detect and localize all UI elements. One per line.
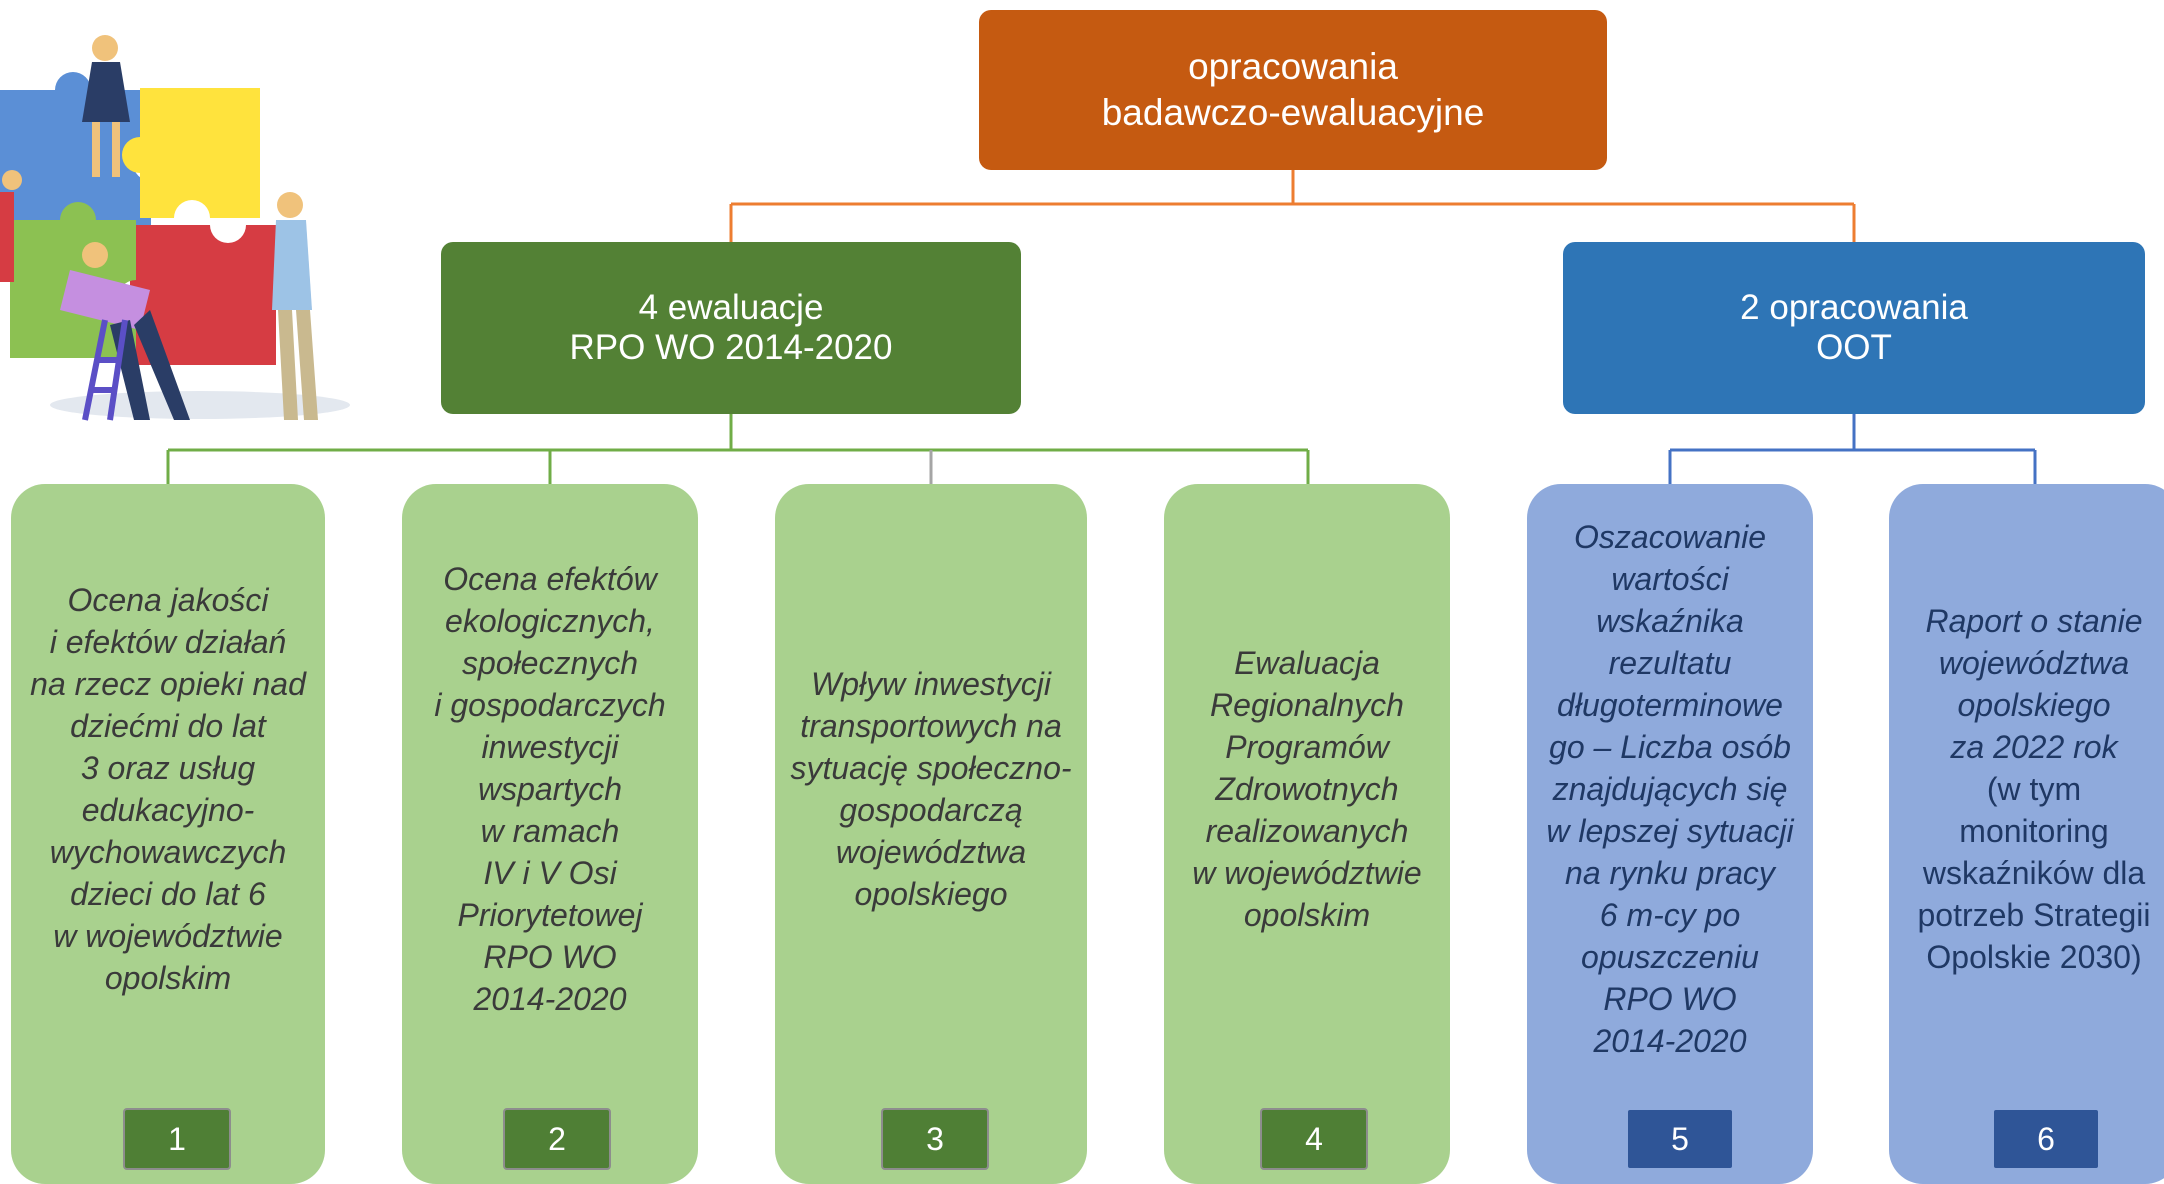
leaf-item-1: Ocena jakości i efektów działań na rzecz… bbox=[11, 484, 325, 1184]
number-badge-6: 6 bbox=[1992, 1108, 2100, 1170]
root-label: opracowania badawczo-ewaluacyjne bbox=[1101, 46, 1485, 133]
leaf-item-4-text: Ewaluacja Regionalnych Programów Zdrowot… bbox=[1192, 645, 1422, 933]
number-badge-5: 5 bbox=[1626, 1108, 1734, 1170]
root-node: opracowania badawczo-ewaluacyjne bbox=[979, 10, 1607, 170]
group-evaluations-label: 4 ewaluacje RPO WO 2014-2020 bbox=[569, 288, 893, 367]
number-badge-1: 1 bbox=[123, 1108, 231, 1170]
leaf-item-3-text: Wpływ inwestycji transportowych na sytua… bbox=[790, 666, 1072, 912]
leaf-item-1-text: Ocena jakości i efektów działań na rzecz… bbox=[30, 582, 306, 996]
leaf-item-5: Oszacowanie wartości wskaźnika rezultatu… bbox=[1527, 484, 1813, 1184]
group-oot-studies: 2 opracowania OOT bbox=[1563, 242, 2145, 414]
group-evaluations: 4 ewaluacje RPO WO 2014-2020 bbox=[441, 242, 1021, 414]
number-badge-4: 4 bbox=[1260, 1108, 1368, 1170]
leaf-item-2-text: Ocena efektów ekologicznych, społecznych… bbox=[434, 561, 666, 1017]
leaf-item-2: Ocena efektów ekologicznych, społecznych… bbox=[402, 484, 698, 1184]
leaf-item-4: Ewaluacja Regionalnych Programów Zdrowot… bbox=[1164, 484, 1450, 1184]
leaf-item-5-text: Oszacowanie wartości wskaźnika rezultatu… bbox=[1546, 519, 1794, 1059]
leaf-item-6: Raport o stanie województwa opolskiego z… bbox=[1889, 484, 2164, 1184]
leaf-item-6-text-italic: Raport o stanie województwa opolskiego z… bbox=[1925, 603, 2143, 765]
teamwork-puzzle-illustration bbox=[0, 35, 350, 421]
number-badge-3: 3 bbox=[881, 1108, 989, 1170]
leaf-item-3: Wpływ inwestycji transportowych na sytua… bbox=[775, 484, 1087, 1184]
leaf-item-6-text-regular: (w tym monitoring wskaźników dla potrzeb… bbox=[1917, 771, 2151, 975]
number-badge-2: 2 bbox=[503, 1108, 611, 1170]
group-oot-studies-label: 2 opracowania OOT bbox=[1740, 288, 1968, 367]
